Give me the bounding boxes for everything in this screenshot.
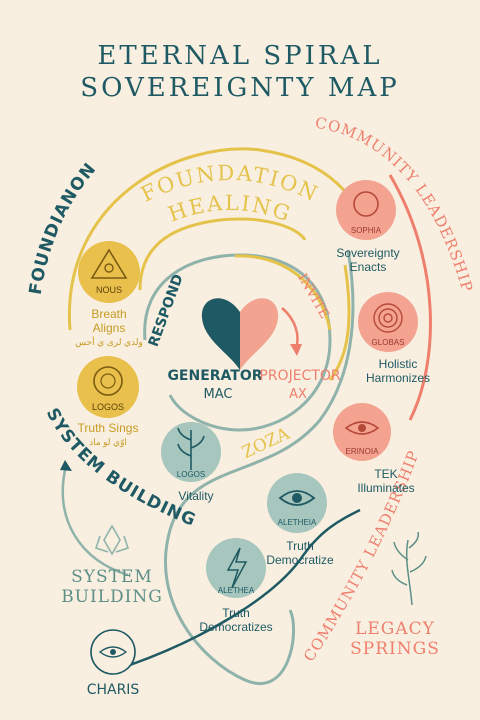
legacy-label-1: LEGACY xyxy=(355,619,435,639)
svg-text:ALETHEA: ALETHEA xyxy=(218,586,255,595)
triangle-eye-icon xyxy=(90,248,128,279)
erinoia-line1: TEK xyxy=(374,467,397,481)
svg-text:LOGOS: LOGOS xyxy=(92,402,124,412)
sage-left-arc xyxy=(61,469,129,577)
globas-node: GLOBAS xyxy=(358,292,418,352)
invite-label: INVITE xyxy=(294,271,332,321)
globas-line1: Holistic xyxy=(379,357,418,371)
system-label-1: SYSTEM xyxy=(71,567,153,587)
ring-icon xyxy=(353,191,379,217)
globas-line2: Harmonizes xyxy=(366,371,430,385)
svg-text:NOUS: NOUS xyxy=(96,285,122,295)
eye-icon xyxy=(344,421,380,435)
spiral-ring xyxy=(143,253,332,432)
svg-text:ERINOIA: ERINOIA xyxy=(346,447,380,456)
nous-node: NOUS xyxy=(78,241,140,303)
logos-teal-line1: Vitality xyxy=(178,489,213,503)
teal-swoop xyxy=(129,508,361,667)
nous-line2: Aligns xyxy=(93,321,126,335)
title-line-2: SOVEREIGNTY MAP xyxy=(80,73,400,103)
erinoia-node: ERINOIA xyxy=(333,403,391,461)
eye-icon xyxy=(98,646,128,658)
svg-text:SOPHIA: SOPHIA xyxy=(351,226,382,235)
logos-gold-line1: Truth Sings xyxy=(78,421,139,435)
sun-seal-icon xyxy=(93,366,123,396)
leaf-branch-icon xyxy=(391,531,427,606)
spiral-ring-gold xyxy=(234,254,332,331)
erinoia-line2: Illuminates xyxy=(357,481,414,495)
gold-inner-arc xyxy=(138,217,307,291)
nous-line1: Breath xyxy=(91,307,126,321)
ax-label: AX xyxy=(289,387,307,402)
target-icon xyxy=(373,303,403,333)
svg-text:LOGOS: LOGOS xyxy=(177,470,205,479)
nous-script: ولدي لرى ي أحس xyxy=(75,335,143,348)
logos-gold-node: LOGOS xyxy=(77,356,139,418)
aletheia-line2: Democratize xyxy=(266,553,334,567)
respond-label: RESPOND xyxy=(146,272,187,349)
crystal-icon xyxy=(94,524,130,556)
charis-label: CHARIS xyxy=(87,682,140,698)
projector-label: PROJECTOR xyxy=(259,368,341,384)
arrow-down-icon xyxy=(290,344,302,356)
healing-arc-text: HEALING xyxy=(165,191,295,227)
logos-teal-node: LOGOS xyxy=(161,422,221,482)
sophia-line1: Sovereignty xyxy=(336,246,399,260)
system-label-2: BUILDING xyxy=(61,587,163,607)
aletheia-node: ALETHEIA xyxy=(267,473,327,533)
svg-text:GLOBAS: GLOBAS xyxy=(372,338,405,347)
aletheia-line1: Truth xyxy=(286,539,314,553)
generator-label: GENERATOR xyxy=(167,368,262,384)
charis-node xyxy=(90,629,136,675)
invite-arrow xyxy=(281,307,299,349)
title-line-1: ETERNAL SPIRAL xyxy=(97,41,383,71)
sophia-line2: Enacts xyxy=(350,260,387,274)
lightning-icon xyxy=(226,547,248,589)
sage-spiral-tail xyxy=(164,249,355,685)
alethea-line1: Truth xyxy=(222,606,250,620)
logos-gold-script: اوّي لو ماد xyxy=(89,437,127,448)
svg-text:ALETHEIA: ALETHEIA xyxy=(278,518,317,527)
sprout-icon xyxy=(177,427,205,470)
gold-right-line xyxy=(328,264,351,381)
heart-icon xyxy=(201,298,279,370)
eye-icon xyxy=(278,490,316,506)
sophia-node: SOPHIA xyxy=(336,180,396,240)
alethea-line2: Democratizes xyxy=(199,620,272,634)
mac-label: MAC xyxy=(204,387,233,402)
coral-outer-arc xyxy=(388,174,432,421)
arrow-up-icon xyxy=(60,460,72,471)
legacy-label-2: SPRINGS xyxy=(350,639,440,659)
alethea-node: ALETHEA xyxy=(206,538,266,598)
